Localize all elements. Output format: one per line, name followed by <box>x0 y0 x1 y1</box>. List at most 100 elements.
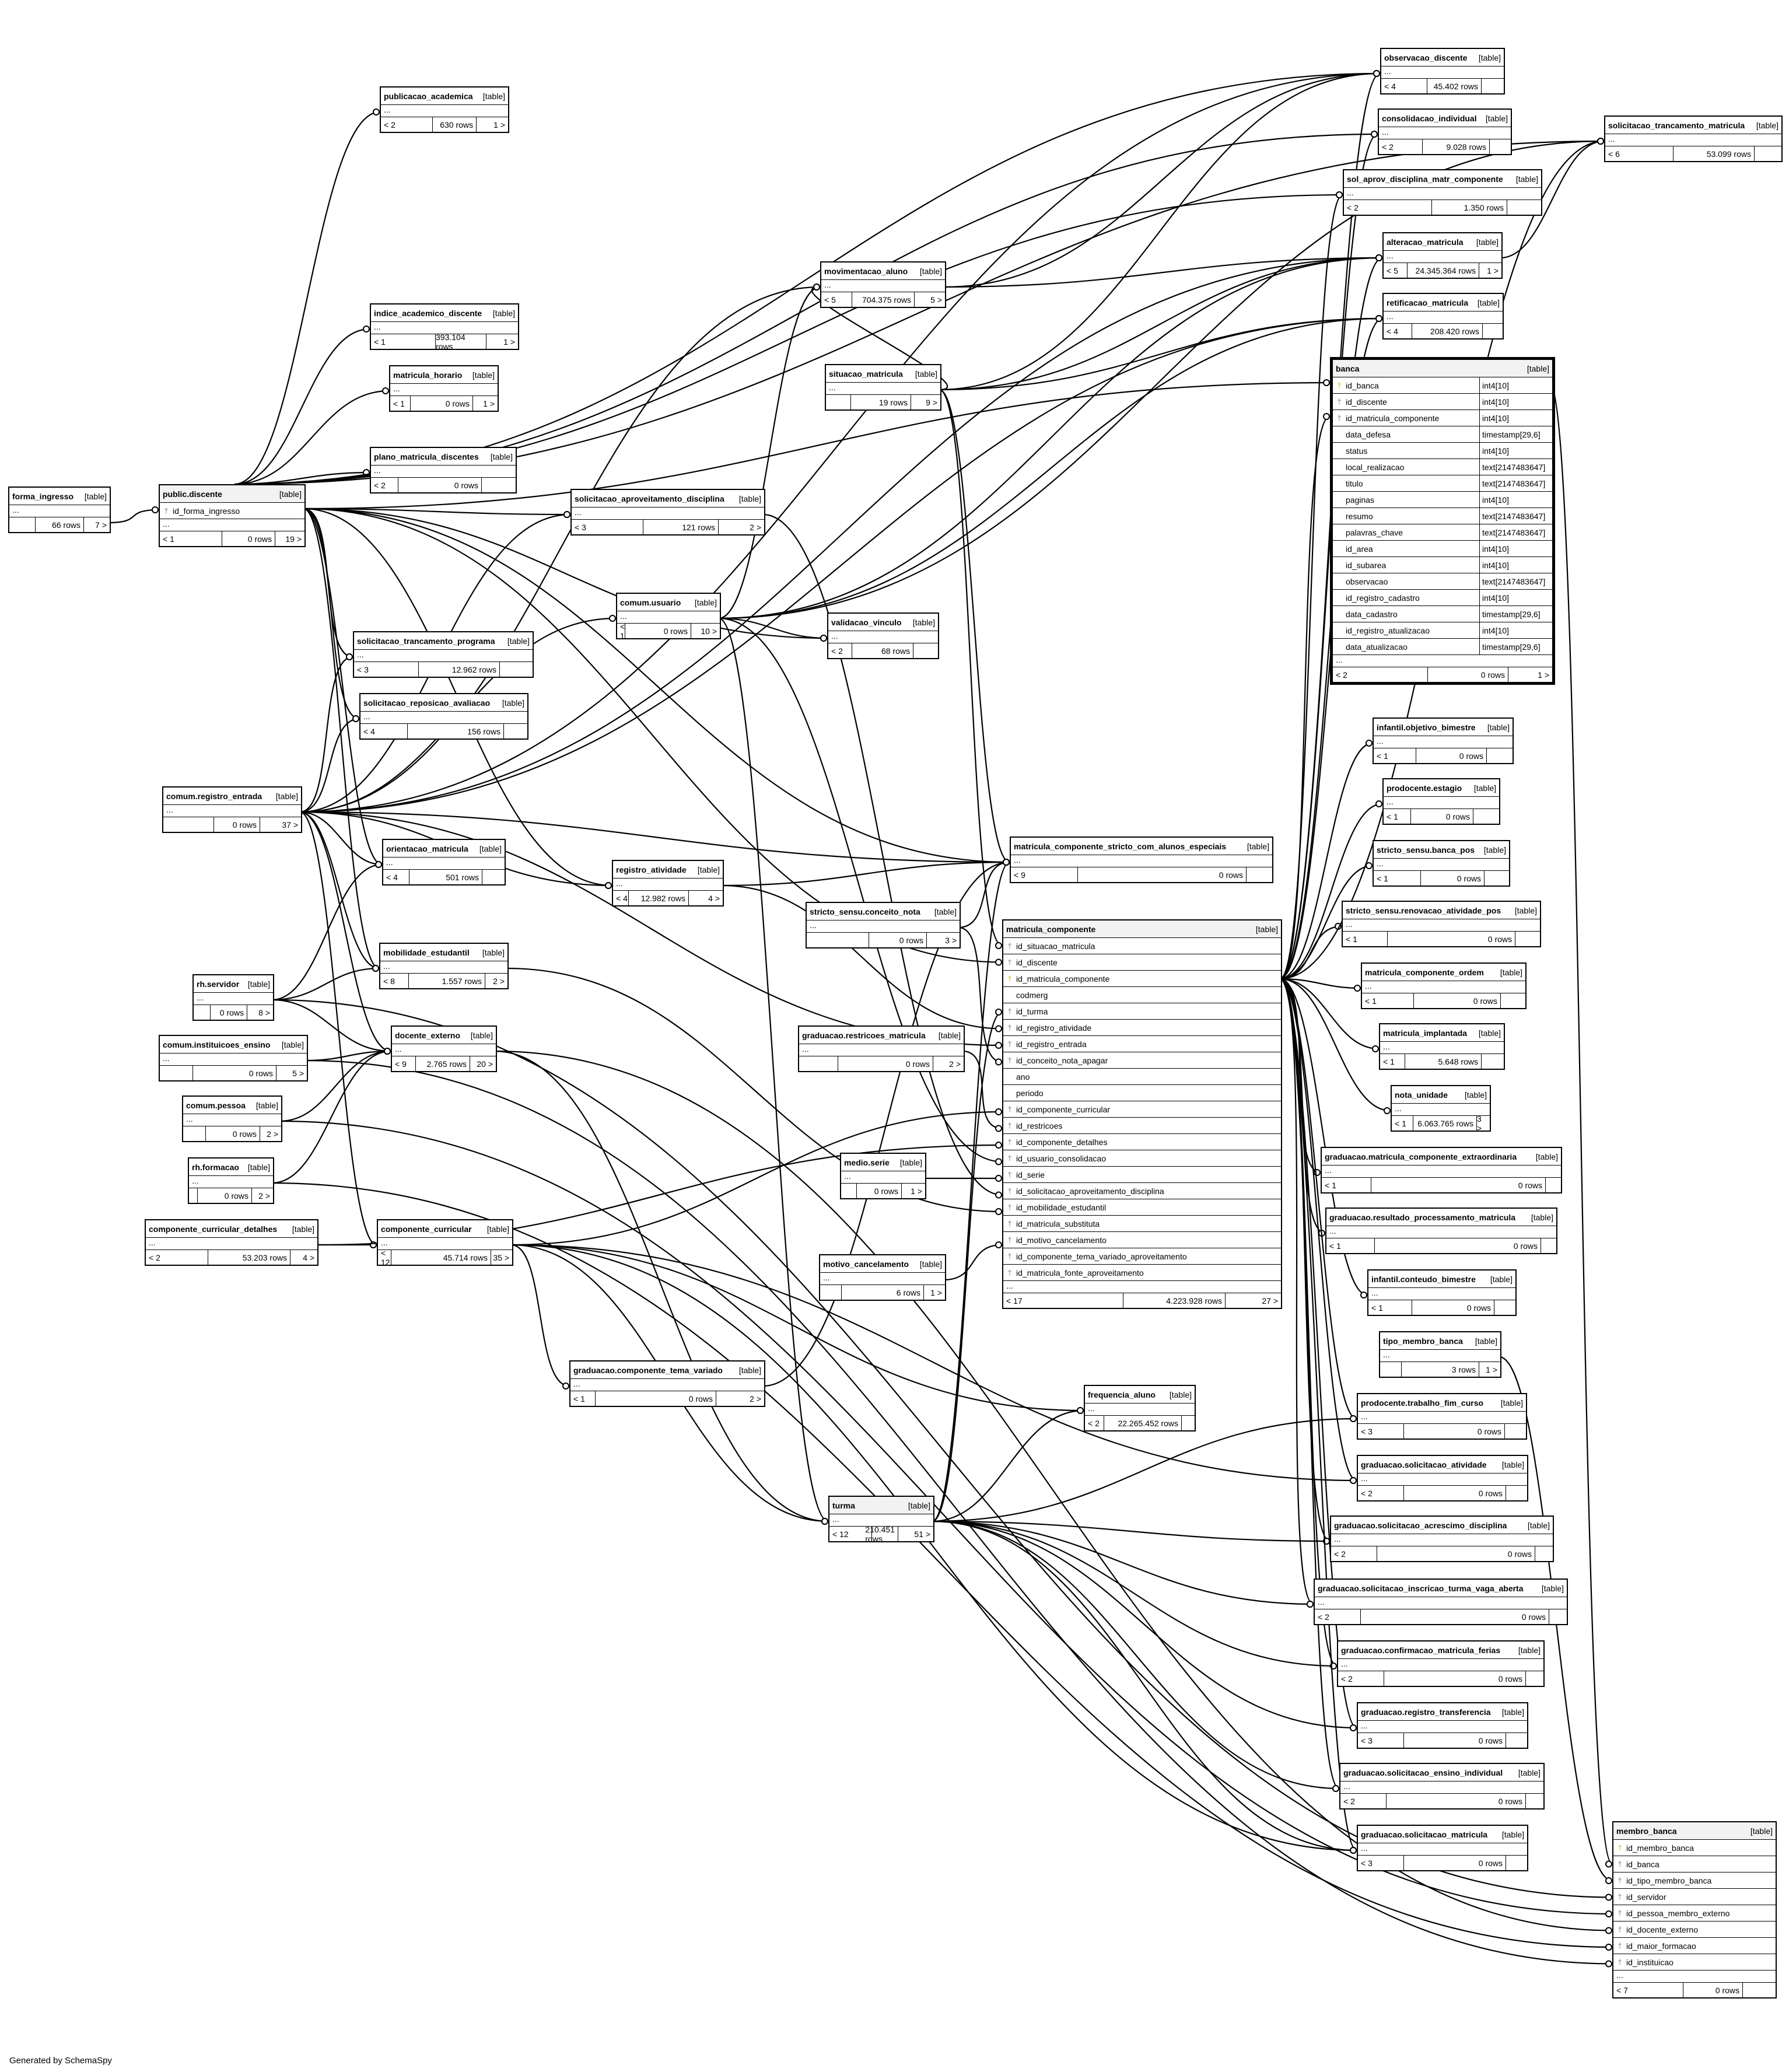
column-row[interactable]: †id_conceito_nota_apagar <box>1003 1052 1281 1069</box>
parent-count[interactable]: < 1 <box>1365 996 1377 1006</box>
child-count[interactable]: 2 > <box>750 1394 761 1404</box>
child-count[interactable]: 1 > <box>1538 670 1549 680</box>
child-count[interactable] <box>504 724 527 738</box>
child-count[interactable]: 35 > <box>493 1252 509 1262</box>
column-row[interactable]: †id_matricula_fonte_aproveitamento <box>1003 1265 1281 1281</box>
child-count[interactable]: 3 > <box>1477 1114 1482 1133</box>
table-stricto-sensu-conceito-nota[interactable]: stricto_sensu.conceito_nota[table]...0 r… <box>806 902 961 949</box>
child-count[interactable]: 37 > <box>282 820 298 830</box>
table-solicitacao-reposicao-avaliacao[interactable]: solicitacao_reposicao_avaliacao[table]..… <box>359 693 528 740</box>
child-count[interactable] <box>1482 79 1504 93</box>
parent-count[interactable]: < 1 <box>1371 1303 1383 1312</box>
column-row[interactable]: †id_motivo_cancelamento <box>1003 1232 1281 1248</box>
parent-count[interactable]: < 9 <box>395 1059 407 1069</box>
parent-count[interactable]: < 3 <box>357 664 369 674</box>
column-row[interactable]: †id_componente_detalhes <box>1003 1134 1281 1150</box>
column-row[interactable]: †id_forma_ingresso <box>160 503 304 519</box>
child-count[interactable] <box>1755 146 1781 161</box>
parent-count[interactable]: < 1 <box>1377 873 1388 883</box>
column-row[interactable]: †id_servidor <box>1613 1889 1776 1905</box>
child-count[interactable]: 2 > <box>267 1129 278 1139</box>
child-count[interactable] <box>1487 748 1513 763</box>
table-componente-curricular-detalhes[interactable]: componente_curricular_detalhes[table]...… <box>145 1219 318 1266</box>
child-count[interactable] <box>1501 993 1525 1008</box>
table-matricula-componente-stricto[interactable]: matricula_componente_stricto_com_alunos_… <box>1010 836 1273 883</box>
child-count[interactable] <box>1483 324 1503 338</box>
child-count[interactable] <box>1515 932 1540 946</box>
child-count[interactable]: 20 > <box>477 1059 493 1069</box>
child-count[interactable] <box>1507 200 1541 215</box>
parent-count[interactable]: < 2 <box>1361 1488 1373 1498</box>
child-count[interactable] <box>1182 1416 1195 1430</box>
column-row[interactable]: †id_matricula_componente <box>1003 971 1281 987</box>
child-count[interactable] <box>482 870 505 884</box>
parent-count[interactable]: < 3 <box>575 522 586 532</box>
table-graduacao-resultado-processamento-matricula[interactable]: graduacao.resultado_processamento_matric… <box>1325 1208 1557 1254</box>
parent-count[interactable]: < 2 <box>1347 202 1359 212</box>
table-graduacao-solicitacao-matricula[interactable]: graduacao.solicitacao_matricula[table]..… <box>1357 1825 1528 1871</box>
parent-count[interactable]: < 6 <box>1608 149 1620 159</box>
child-count[interactable]: 2 > <box>750 522 761 532</box>
child-count[interactable] <box>500 662 533 677</box>
parent-count[interactable]: < 5 <box>824 295 836 304</box>
column-row[interactable]: †id_docente_externo <box>1613 1922 1776 1938</box>
parent-count[interactable]: < 2 <box>1318 1612 1329 1622</box>
column-row[interactable]: †id_registro_atividade <box>1003 1020 1281 1036</box>
parent-count[interactable]: < 4 <box>363 726 375 736</box>
child-count[interactable] <box>1490 139 1511 154</box>
column-row[interactable]: †id_banca <box>1613 1856 1776 1873</box>
child-count[interactable]: 2 > <box>493 976 505 986</box>
parent-count[interactable]: < 1 <box>1395 1118 1406 1128</box>
child-count[interactable]: 51 > <box>914 1529 930 1539</box>
column-row[interactable]: codmerg <box>1003 987 1281 1003</box>
parent-count[interactable]: < 2 <box>1341 1674 1353 1684</box>
column-row[interactable]: †id_instituicao <box>1613 1954 1776 1971</box>
child-count[interactable] <box>1546 1178 1561 1192</box>
column-row[interactable]: †id_solicitacao_aproveitamento_disciplin… <box>1003 1183 1281 1199</box>
parent-count[interactable] <box>1380 1362 1401 1377</box>
parent-count[interactable]: < 1 <box>393 398 405 408</box>
child-count[interactable]: 1 > <box>493 120 505 130</box>
column-row[interactable]: †id_matricula_substituta <box>1003 1216 1281 1232</box>
parent-count[interactable]: < 17 <box>1006 1296 1023 1306</box>
child-count[interactable]: 1 > <box>930 1287 942 1297</box>
table-solicitacao-aproveitamento-disciplina[interactable]: solicitacao_aproveitamento_disciplina[ta… <box>570 489 765 536</box>
parent-count[interactable]: < 2 <box>1336 670 1347 680</box>
child-count[interactable]: 8 > <box>258 1007 270 1017</box>
child-count[interactable] <box>1535 1546 1553 1561</box>
parent-count[interactable]: < 4 <box>1384 81 1396 91</box>
parent-count[interactable] <box>163 817 213 832</box>
parent-count[interactable]: < 12 <box>381 1248 390 1267</box>
column-row[interactable]: †id_turma <box>1003 1003 1281 1020</box>
table-prodocente-trabalho-fim-curso[interactable]: prodocente.trabalho_fim_curso[table]...<… <box>1357 1393 1527 1440</box>
parent-count[interactable]: < 9 <box>1014 870 1025 880</box>
column-row[interactable]: †id_restricoes <box>1003 1118 1281 1134</box>
parent-count[interactable]: < 1 <box>163 534 174 544</box>
child-count[interactable] <box>1549 1609 1567 1624</box>
child-count[interactable]: 10 > <box>701 626 717 636</box>
